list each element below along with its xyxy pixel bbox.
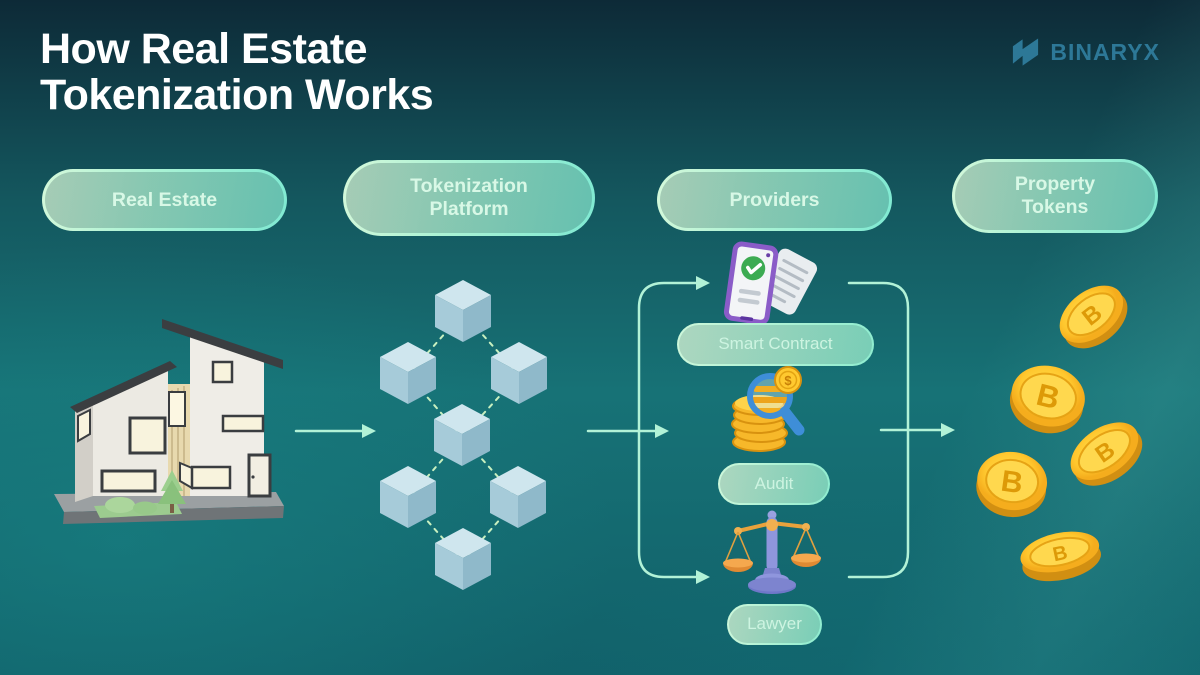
arrowhead-icon [696, 570, 710, 584]
house-3d-illustration [54, 319, 284, 524]
brand-name: BINARYX [1050, 38, 1160, 65]
arrowhead-icon [941, 423, 955, 437]
door-knob [251, 475, 255, 479]
cube-icon [490, 466, 546, 528]
blockchain-cubes-illustration [380, 280, 547, 590]
title-line-1: How Real Estate [40, 25, 368, 73]
bitcoin-coin-icon: B [976, 451, 1048, 518]
bitcoin-coin-icon: B [1059, 285, 1128, 349]
door [247, 453, 272, 498]
stage-pill-real-estate: Real Estate [42, 169, 287, 231]
provider-label: Smart Contract [718, 334, 833, 354]
arrowhead-icon [362, 424, 376, 438]
provider-pill-smart-contract: Smart Contract [677, 323, 874, 366]
binaryx-logo-icon [1013, 38, 1039, 66]
window [168, 391, 186, 427]
roof [162, 319, 283, 369]
phone-icon [723, 241, 779, 325]
token-symbol: B [999, 465, 1025, 501]
brand-logo: BINARYX [1010, 36, 1160, 68]
title-line-2: Tokenization Works [40, 71, 434, 119]
arrowhead-icon [655, 424, 669, 438]
audit-icon: $ [731, 366, 805, 452]
page-title: How Real Estate Tokenization Works [40, 25, 434, 119]
window [211, 360, 234, 384]
provider-label: Audit [754, 473, 794, 493]
stage-label: Property Tokens [1014, 173, 1096, 218]
bitcoin-coin-icon: B [1070, 422, 1143, 486]
stage-label: Real Estate [111, 188, 218, 211]
window [190, 465, 232, 490]
cube-icon [380, 342, 436, 404]
cube-icon [435, 280, 491, 342]
house-left-block [70, 361, 177, 502]
house-landscaping [94, 470, 186, 518]
providers-branch-left [637, 281, 698, 579]
dollar-coin-icon: $ [774, 366, 802, 394]
provider-pill-audit: Audit [718, 463, 830, 505]
token-symbol: B [1051, 542, 1070, 567]
provider-label: Lawyer [747, 614, 802, 634]
bitcoin-coin-icon: B [1009, 365, 1085, 434]
window [100, 469, 157, 493]
stage-pill-property-tokens: Property Tokens [952, 159, 1158, 233]
roof [70, 361, 177, 413]
window [128, 416, 167, 455]
provider-pill-lawyer: Lawyer [727, 604, 822, 645]
window [221, 414, 265, 433]
stage-pill-tokenization-platform: Tokenization Platform [343, 160, 595, 236]
cube-icon [491, 342, 547, 404]
smart-contract-icon [723, 241, 818, 325]
check-circle-icon [741, 256, 766, 281]
stage-pill-providers: Providers [657, 169, 892, 231]
lawyer-scales-icon [723, 510, 821, 594]
stage-label: Tokenization Platform [410, 175, 528, 220]
dollar-symbol: $ [784, 373, 792, 388]
arrowhead-icon [696, 276, 710, 290]
property-tokens-illustration: B B B B B [976, 285, 1143, 582]
stage-label: Providers [729, 188, 820, 211]
cube-icon [435, 528, 491, 590]
bitcoin-coin-icon: B [1020, 531, 1101, 582]
window [77, 408, 91, 443]
scales-of-justice-icon [723, 510, 821, 594]
house-right-block [162, 319, 283, 498]
